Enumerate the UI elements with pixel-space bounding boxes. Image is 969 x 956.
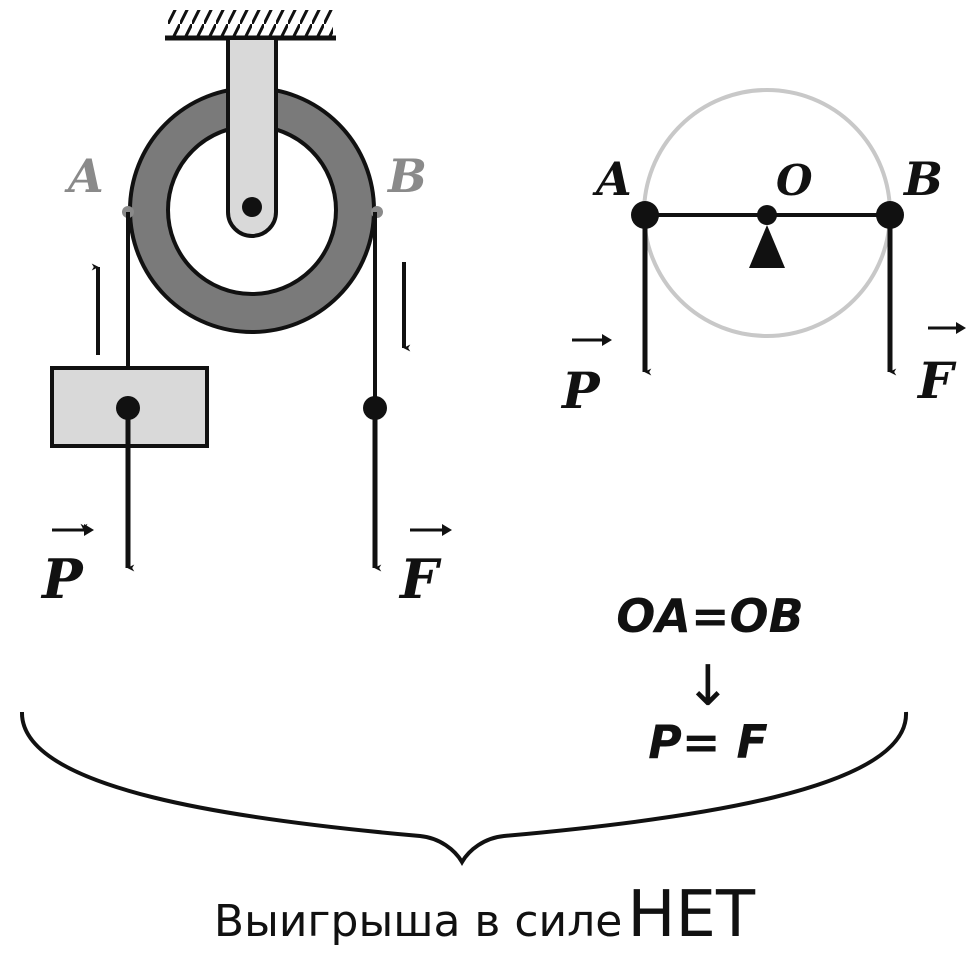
arrowhead-f-right	[956, 322, 966, 334]
vector-p-right: P	[560, 361, 601, 420]
label-a-right: A	[592, 152, 632, 206]
vector-p-left: P	[40, 547, 84, 611]
equations: OA=OB ↓ P= F	[616, 589, 803, 769]
vector-f-right: F	[916, 351, 957, 410]
caption: Выигрыша в силе НЕТ	[0, 878, 969, 952]
ceiling-hatch	[168, 10, 333, 36]
caption-text: Выигрыша в силе	[213, 896, 623, 947]
label-b-left: B	[386, 149, 427, 203]
fulcrum-triangle	[749, 225, 785, 268]
label-b-right: B	[902, 152, 943, 206]
pulley-bracket	[226, 36, 278, 238]
caption-emphasis: НЕТ	[627, 878, 756, 952]
arrowhead-p-left	[84, 524, 94, 536]
left-figure: A B P F	[40, 10, 442, 611]
implies-arrow: ↓	[685, 654, 732, 719]
equation-oa-ob: OA=OB	[616, 589, 803, 643]
label-a-left: A	[64, 149, 104, 203]
label-o-right: O	[776, 156, 813, 205]
point-o-right	[757, 205, 777, 225]
overarrow-heads	[84, 322, 966, 536]
right-figure: A O B P F	[560, 88, 960, 420]
vector-f-left: F	[398, 547, 442, 611]
axle-dot	[242, 197, 262, 217]
arrowhead-p-right	[602, 334, 612, 346]
equation-p-f: P= F	[648, 715, 768, 769]
arrowhead-f-left	[442, 524, 452, 536]
curly-brace	[19, 711, 909, 866]
